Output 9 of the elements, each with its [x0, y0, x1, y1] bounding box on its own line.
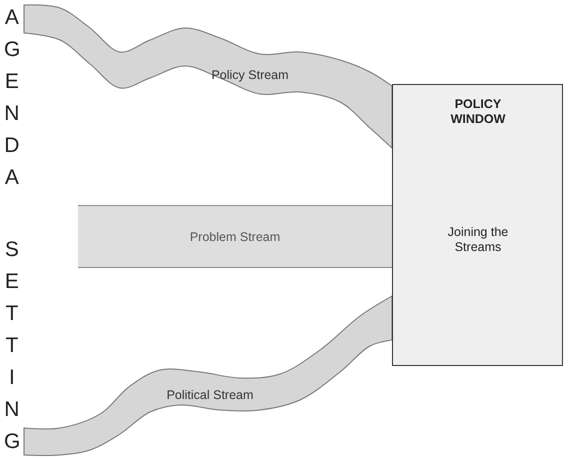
stream-band: [78, 205, 392, 268]
window-box: [392, 84, 563, 366]
stream-label: Problem Stream: [190, 230, 280, 244]
stream-label: Political Stream: [166, 388, 254, 402]
stream-label: Policy Stream: [211, 68, 289, 82]
vertical-label: SETTING: [4, 237, 20, 455]
box-text: Joining the Streams: [446, 225, 510, 255]
box-title: POLICY WINDOW: [450, 97, 506, 127]
vertical-label: AGENDA: [4, 5, 20, 191]
